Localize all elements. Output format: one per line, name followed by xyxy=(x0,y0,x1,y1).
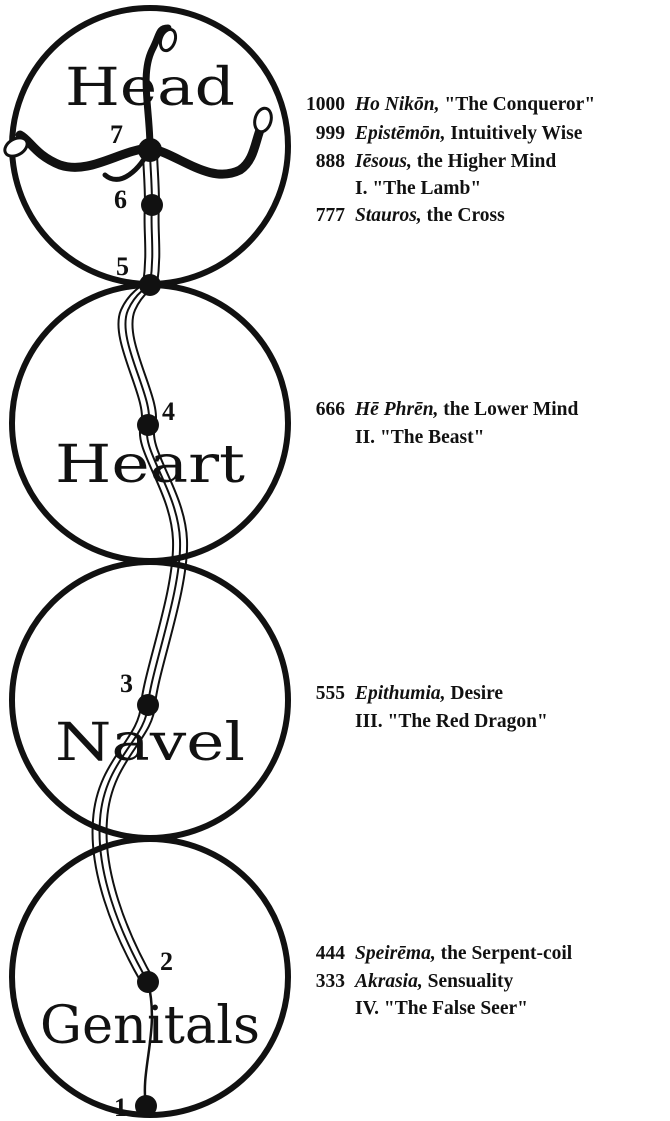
roman-title: "The False Seer" xyxy=(384,998,528,1019)
annotation-term: Hē Phrēn, xyxy=(355,399,438,420)
annotation-meaning: Intuitively Wise xyxy=(445,123,582,144)
annotation-number: 999 xyxy=(295,122,345,146)
roman-numeral: IV. xyxy=(355,998,379,1019)
annotation-number: 1000 xyxy=(295,93,345,117)
node-dot-7 xyxy=(138,138,162,162)
node-number-6: 6 xyxy=(114,185,127,214)
node-number-3: 3 xyxy=(120,669,133,698)
annotation-meaning: the Cross xyxy=(422,205,505,226)
navel-label: Navel xyxy=(55,713,245,773)
annotation-panel: 1000 Ho Nikōn, "The Conqueror" 999 Epistēm… xyxy=(295,0,670,1121)
node-number-4: 4 xyxy=(162,397,175,426)
annotation-term: Stauros, xyxy=(355,205,422,226)
annotation-999: 999 Epistēmōn, Intuitively Wise xyxy=(295,122,582,146)
roman-title: "The Lamb" xyxy=(372,178,481,199)
annotation-roman-3: III. "The Red Dragon" xyxy=(355,710,548,734)
annotation-number: 666 xyxy=(295,398,345,422)
annotation-888: 888 Iēsous, the Higher Mind xyxy=(295,150,556,174)
node-number-1: 1 xyxy=(114,1093,127,1121)
annotation-roman-4: IV. "The False Seer" xyxy=(355,997,528,1021)
annotation-number: 333 xyxy=(295,970,345,994)
roman-numeral: II. xyxy=(355,427,375,448)
annotation-777: 777 Stauros, the Cross xyxy=(295,204,505,228)
roman-title: "The Red Dragon" xyxy=(388,711,548,732)
roman-title: "The Beast" xyxy=(380,427,485,448)
annotation-term: Akrasia, xyxy=(355,971,423,992)
node-dot-6 xyxy=(141,194,163,216)
annotation-roman-1: I. "The Lamb" xyxy=(355,177,481,201)
annotation-444: 444 Speirēma, the Serpent-coil xyxy=(295,942,572,966)
node-number-5: 5 xyxy=(116,252,129,281)
node-number-7: 7 xyxy=(110,120,123,149)
node-dot-1 xyxy=(135,1095,157,1117)
annotation-meaning: Sensuality xyxy=(423,971,513,992)
annotation-1000: 1000 Ho Nikōn, "The Conqueror" xyxy=(295,93,595,117)
annotation-term: Ho Nikōn, xyxy=(355,94,440,115)
annotation-meaning: the Higher Mind xyxy=(412,151,556,172)
node-number-2: 2 xyxy=(160,947,173,976)
annotation-term: Epistēmōn, xyxy=(355,123,445,144)
node-dot-4 xyxy=(137,414,159,436)
annotation-meaning: "The Conqueror" xyxy=(440,94,596,115)
annotation-555: 555 Epithumia, Desire xyxy=(295,682,503,706)
annotation-term: Iēsous, xyxy=(355,151,412,172)
head-label: Head xyxy=(65,58,235,118)
heart-label: Heart xyxy=(55,435,245,495)
node-dot-5 xyxy=(139,274,161,296)
genitals-label: Genitals xyxy=(40,996,260,1056)
annotation-meaning: the Lower Mind xyxy=(438,399,578,420)
annotation-666: 666 Hē Phrēn, the Lower Mind xyxy=(295,398,578,422)
annotation-term: Speirēma, xyxy=(355,943,436,964)
annotation-333: 333 Akrasia, Sensuality xyxy=(295,970,513,994)
roman-numeral: III. xyxy=(355,711,383,732)
annotation-number: 777 xyxy=(295,204,345,228)
annotation-meaning: the Serpent-coil xyxy=(436,943,572,964)
node-dot-2 xyxy=(137,971,159,993)
annotation-term: Epithumia, xyxy=(355,683,446,704)
annotation-number: 444 xyxy=(295,942,345,966)
annotation-meaning: Desire xyxy=(446,683,504,704)
roman-numeral: I. xyxy=(355,178,367,199)
annotation-number: 888 xyxy=(295,150,345,174)
chakra-diagram: 1 2 3 4 5 6 7 Head Heart Navel Genitals xyxy=(0,0,300,1121)
annotation-roman-2: II. "The Beast" xyxy=(355,426,484,450)
annotation-number: 555 xyxy=(295,682,345,706)
